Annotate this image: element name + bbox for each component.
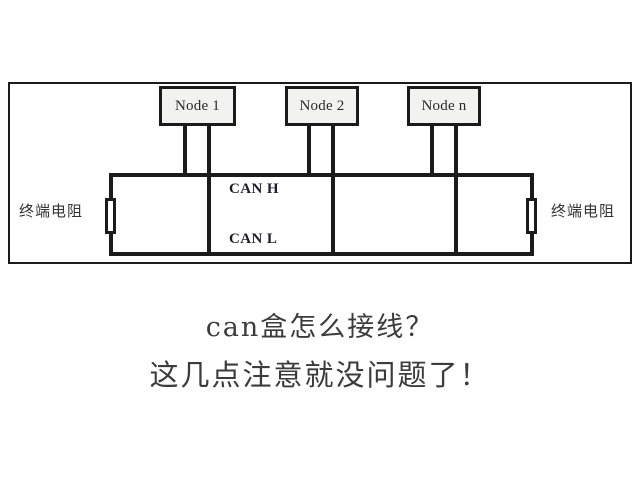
node2-canh-drop-wire bbox=[307, 126, 311, 177]
diagram-frame: Node 1 Node 2 Node n CAN H CAN L 终端电阻 终端… bbox=[8, 82, 632, 264]
noden-canl-drop-wire bbox=[454, 126, 458, 256]
node-box-1: Node 1 bbox=[159, 86, 236, 126]
node-box-n: Node n bbox=[407, 86, 481, 126]
node-label-n: Node n bbox=[421, 97, 467, 114]
right-terminator-resistor bbox=[526, 198, 537, 234]
can-h-bus-line bbox=[109, 173, 534, 177]
can-h-label: CAN H bbox=[229, 181, 279, 197]
caption-line-2: 这几点注意就没问题了！ bbox=[149, 358, 491, 392]
left-terminator-resistor bbox=[105, 198, 116, 234]
node1-canl-drop-wire bbox=[207, 126, 211, 256]
caption-block: can盒怎么接线？ 这几点注意就没问题了！ bbox=[0, 305, 640, 399]
node-label-2: Node 2 bbox=[299, 97, 345, 114]
node-label-1: Node 1 bbox=[175, 97, 220, 114]
node-box-2: Node 2 bbox=[285, 86, 359, 126]
noden-canh-drop-wire bbox=[430, 126, 434, 177]
node1-canh-drop-wire bbox=[183, 126, 187, 177]
can-l-label: CAN L bbox=[229, 231, 278, 247]
left-terminator-label: 终端电阻 bbox=[19, 202, 84, 220]
caption-line-1: can盒怎么接线？ bbox=[205, 312, 435, 343]
node2-canl-drop-wire bbox=[331, 126, 335, 256]
right-terminator-label: 终端电阻 bbox=[551, 202, 616, 220]
can-l-bus-line bbox=[109, 252, 534, 256]
